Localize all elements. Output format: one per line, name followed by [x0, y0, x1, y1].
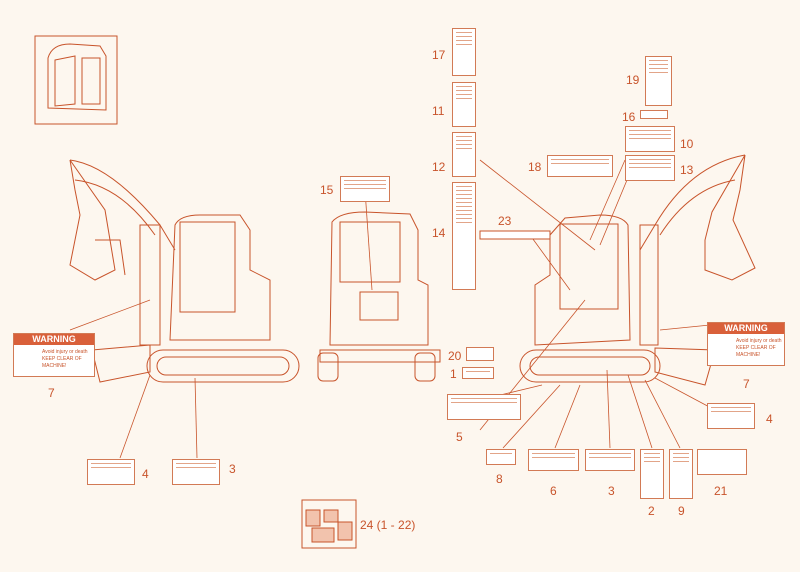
callout-7-left: 7 [48, 386, 55, 400]
callout-13: 13 [680, 163, 694, 177]
callout-8: 8 [496, 472, 503, 486]
decal-15 [340, 176, 390, 202]
decal-kit-bag-icon [301, 499, 357, 549]
callout-6: 6 [550, 484, 557, 498]
callout-3-left: 3 [229, 462, 236, 476]
warning-line3: MACHINE! [42, 363, 67, 369]
warning-heading: WARNING [14, 334, 94, 345]
callout-7-right: 7 [743, 377, 750, 391]
decal-11 [452, 82, 476, 127]
warning-heading-right: WARNING [708, 323, 784, 334]
decal-3-left [172, 459, 220, 485]
decal-10 [625, 126, 675, 152]
decal-6 [528, 449, 579, 471]
callout-14: 14 [432, 226, 446, 240]
warning-right-line2: KEEP CLEAR OF [736, 345, 776, 351]
decal-23-strip [479, 230, 551, 240]
callout-12: 12 [432, 160, 446, 174]
callout-24: 24 (1 - 22) [360, 518, 416, 532]
callout-15: 15 [320, 183, 334, 197]
callout-3-right: 3 [608, 484, 615, 498]
decal-1 [462, 367, 494, 379]
right-excavator-side-view [519, 154, 756, 386]
leader-lines [69, 159, 716, 459]
callout-2: 2 [648, 504, 655, 518]
decal-4-left [87, 459, 135, 485]
callout-19: 19 [626, 73, 640, 87]
callout-4-right: 4 [766, 412, 773, 426]
warning-decal-right: WARNING Avoid injury or death KEEP CLEAR… [707, 322, 785, 366]
decal-5 [447, 394, 521, 420]
decal-18 [547, 155, 613, 177]
cab-thumbnail-icon [47, 43, 107, 111]
callout-11: 11 [432, 104, 445, 118]
callout-5: 5 [456, 430, 463, 444]
decal-4-right [707, 403, 755, 429]
decal-16 [640, 110, 668, 119]
callout-1: 1 [450, 367, 457, 381]
warning-line2: KEEP CLEAR OF [42, 356, 82, 362]
decal-21 [697, 449, 747, 475]
rear-view-excavator [317, 211, 441, 382]
callout-4-left: 4 [142, 467, 149, 481]
decal-20 [466, 347, 494, 361]
decal-2 [640, 449, 664, 499]
callout-17: 17 [432, 48, 446, 62]
callout-20: 20 [448, 349, 462, 363]
decal-14 [452, 182, 476, 290]
decal-3-right [585, 449, 635, 471]
decal-17 [452, 28, 476, 76]
callout-23: 23 [498, 214, 512, 228]
warning-right-line3: MACHINE! [736, 352, 761, 358]
left-excavator-side-view [69, 159, 300, 383]
callout-18: 18 [528, 160, 542, 174]
callout-9: 9 [678, 504, 685, 518]
warning-right-line1: Avoid injury or death [736, 338, 782, 344]
warning-line1: Avoid injury or death [42, 349, 88, 355]
decal-13 [625, 155, 675, 181]
warning-decal-left: WARNING Avoid injury or death KEEP CLEAR… [13, 333, 95, 377]
callout-21: 21 [714, 484, 728, 498]
decal-12 [452, 132, 476, 177]
decal-8 [486, 449, 516, 465]
callout-16: 16 [622, 110, 636, 124]
cab-thumbnail-frame [34, 35, 118, 125]
callout-10: 10 [680, 137, 694, 151]
decal-19 [645, 56, 672, 106]
decal-9 [669, 449, 693, 499]
